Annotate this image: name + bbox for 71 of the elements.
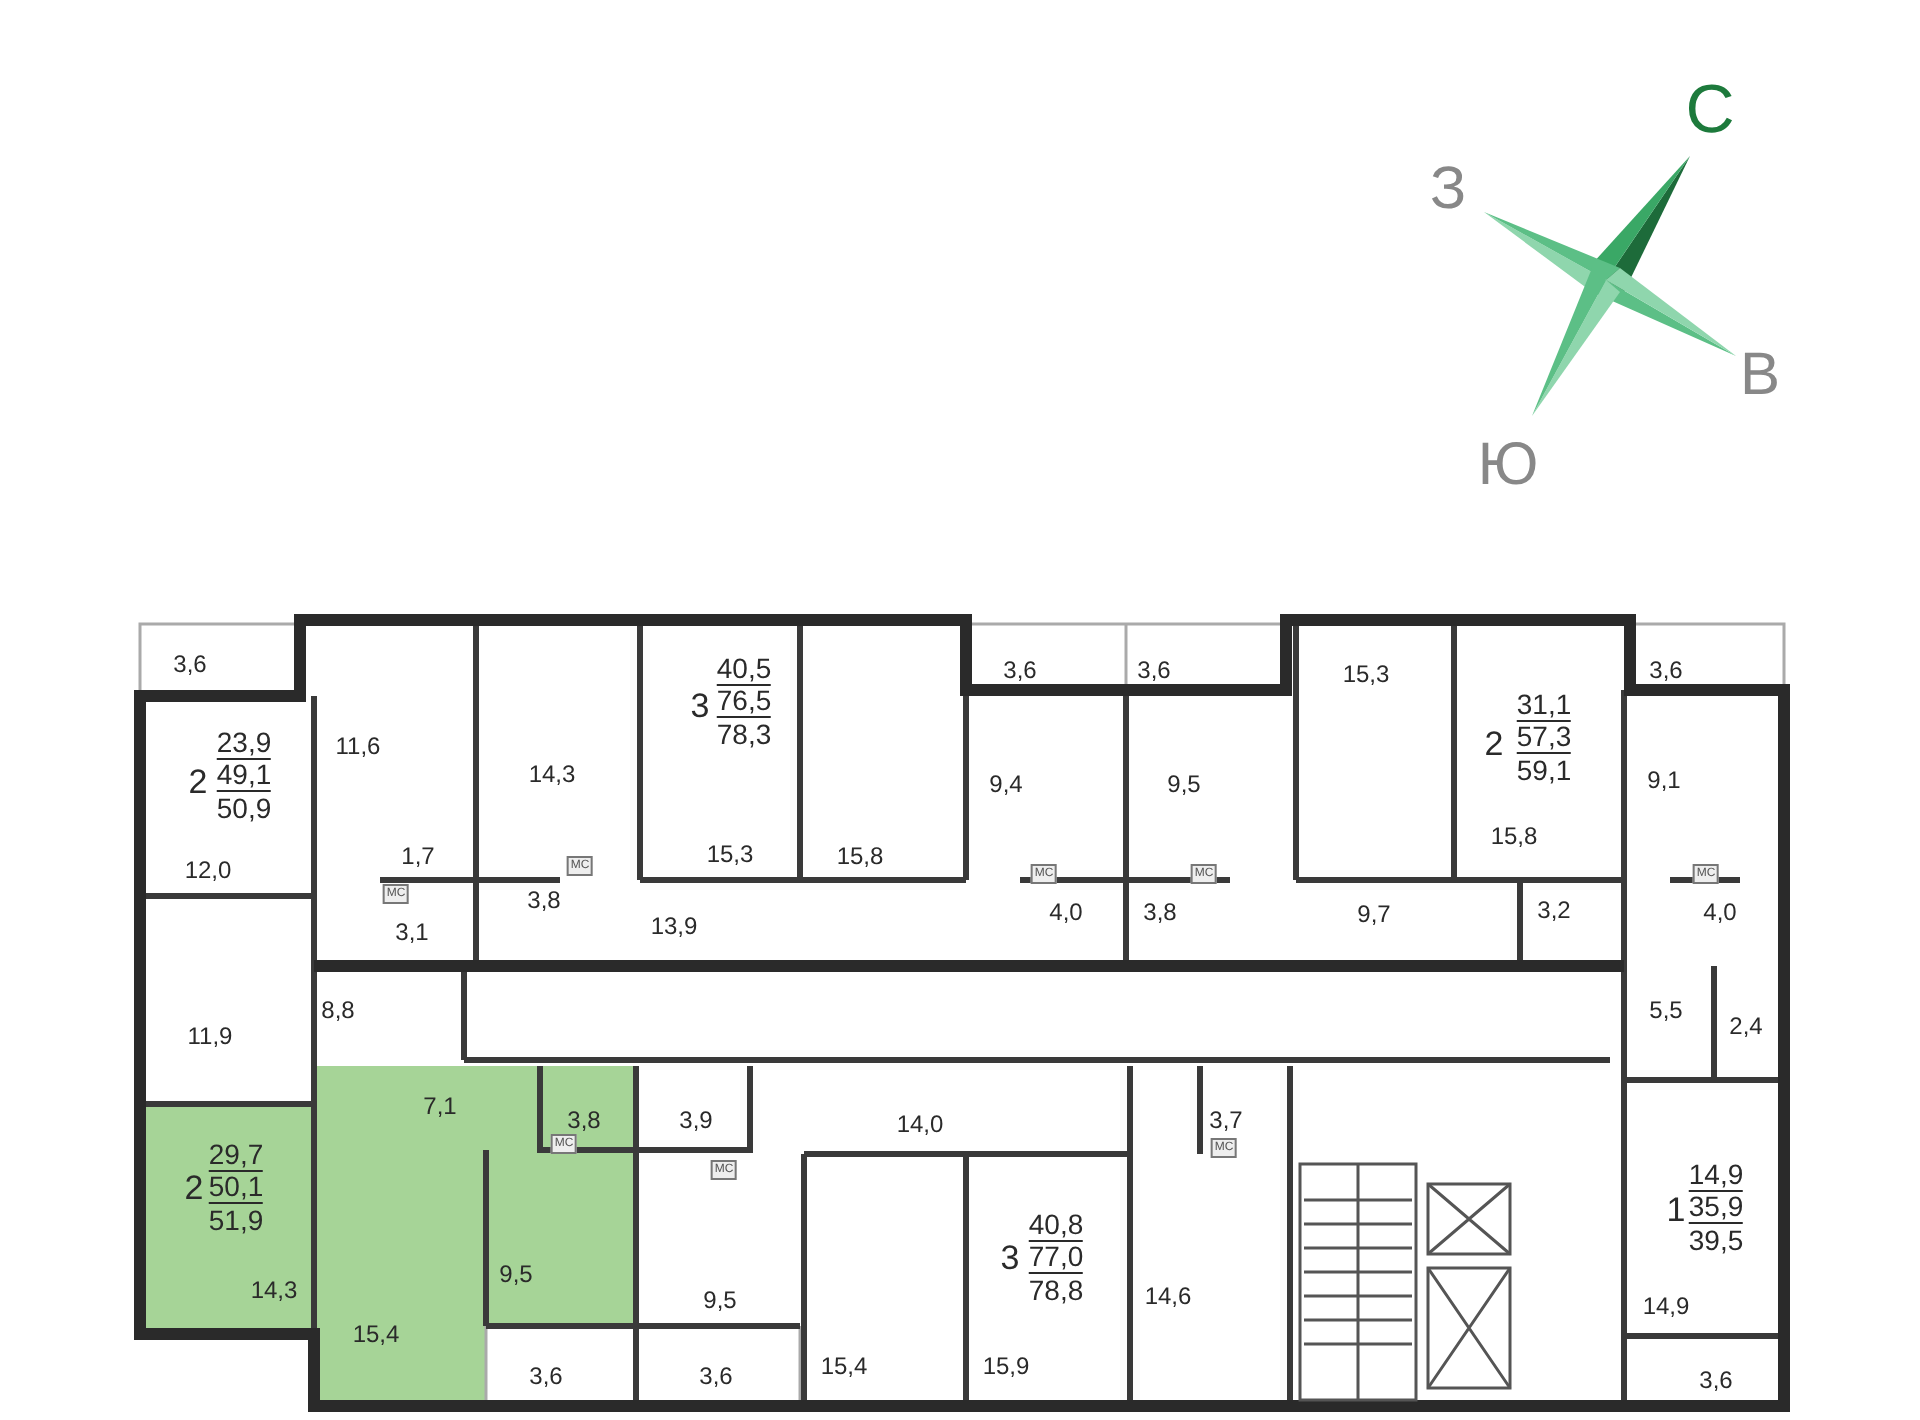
room-count: 2 bbox=[1484, 727, 1504, 761]
compass-letter: З bbox=[1429, 160, 1467, 220]
area-label: 29,7 bbox=[208, 1140, 264, 1172]
area-label: 3,8 bbox=[527, 888, 561, 912]
area-label: 15,4 bbox=[820, 1354, 868, 1378]
area-label: 15,9 bbox=[982, 1354, 1030, 1378]
area-label: 4,0 bbox=[1049, 900, 1083, 924]
area-label: 3,9 bbox=[679, 1108, 713, 1132]
area-label: 51,9 bbox=[208, 1206, 264, 1234]
area-label: 7,1 bbox=[423, 1094, 457, 1118]
area-label: 15,3 bbox=[706, 842, 754, 866]
area-label: 35,9 bbox=[1688, 1192, 1744, 1224]
area-label: 14,3 bbox=[528, 762, 576, 786]
area-label: 9,5 bbox=[703, 1288, 737, 1312]
area-label: 31,1 bbox=[1516, 690, 1572, 722]
area-label: 14,0 bbox=[896, 1112, 944, 1136]
area-label: 14,9 bbox=[1642, 1294, 1690, 1318]
area-label: 15,3 bbox=[1342, 662, 1390, 686]
area-label: 3,6 bbox=[529, 1364, 563, 1388]
area-label: 9,1 bbox=[1647, 768, 1681, 792]
area-label: 12,0 bbox=[184, 858, 232, 882]
area-label: 3,6 bbox=[1137, 658, 1171, 682]
area-label: 3,6 bbox=[1699, 1368, 1733, 1392]
area-label: 11,9 bbox=[187, 1024, 233, 1048]
area-label: 1,7 bbox=[401, 844, 435, 868]
area-label: 3,1 bbox=[395, 920, 429, 944]
area-label: 3,2 bbox=[1537, 898, 1571, 922]
room-count: 3 bbox=[690, 689, 710, 723]
area-label: 15,8 bbox=[836, 844, 884, 868]
room-count: 2 bbox=[184, 1171, 204, 1205]
area-label: 50,9 bbox=[216, 794, 272, 822]
area-label: 5,5 bbox=[1649, 998, 1683, 1022]
area-label: 3,6 bbox=[699, 1364, 733, 1388]
area-label: 9,5 bbox=[499, 1262, 533, 1286]
area-label: 9,7 bbox=[1357, 902, 1391, 926]
area-label: 11,6 bbox=[335, 734, 381, 758]
area-label: 3,6 bbox=[1649, 658, 1683, 682]
area-label: 14,3 bbox=[250, 1278, 298, 1302]
area-label: 8,8 bbox=[321, 998, 355, 1022]
area-label: 2,4 bbox=[1729, 1014, 1763, 1038]
room-count: 2 bbox=[188, 765, 208, 799]
compass-letter: В bbox=[1740, 346, 1780, 406]
area-label: 40,8 bbox=[1028, 1210, 1084, 1242]
area-label: 3,7 bbox=[1209, 1108, 1243, 1132]
area-label: 78,3 bbox=[716, 720, 772, 748]
area-label: 57,3 bbox=[1516, 722, 1572, 754]
area-label: 3,8 bbox=[1143, 900, 1177, 924]
area-label: 76,5 bbox=[716, 686, 772, 718]
area-label: 15,4 bbox=[352, 1322, 400, 1346]
area-label: 9,5 bbox=[1167, 772, 1201, 796]
area-label: 14,6 bbox=[1144, 1284, 1192, 1308]
area-label: 59,1 bbox=[1516, 756, 1572, 784]
area-label: 50,1 bbox=[208, 1172, 264, 1204]
area-label: 3,6 bbox=[173, 652, 207, 676]
area-label: 3,6 bbox=[1003, 658, 1037, 682]
area-label: 77,0 bbox=[1028, 1242, 1084, 1274]
room-count: 3 bbox=[1000, 1241, 1020, 1275]
area-label: 9,4 bbox=[989, 772, 1023, 796]
area-label: 14,9 bbox=[1688, 1160, 1744, 1192]
area-label: 3,8 bbox=[567, 1108, 601, 1132]
compass-letter: Ю bbox=[1477, 436, 1539, 496]
area-label: 49,1 bbox=[216, 760, 272, 792]
area-label: 13,9 bbox=[650, 914, 698, 938]
area-label: 23,9 bbox=[216, 728, 272, 760]
room-count: 1 bbox=[1666, 1193, 1686, 1227]
area-label: 4,0 bbox=[1703, 900, 1737, 924]
area-label: 40,5 bbox=[716, 654, 772, 686]
area-label: 15,8 bbox=[1490, 824, 1538, 848]
area-label: 78,8 bbox=[1028, 1276, 1084, 1304]
compass-letter: С bbox=[1685, 76, 1735, 144]
area-label: 39,5 bbox=[1688, 1226, 1744, 1254]
